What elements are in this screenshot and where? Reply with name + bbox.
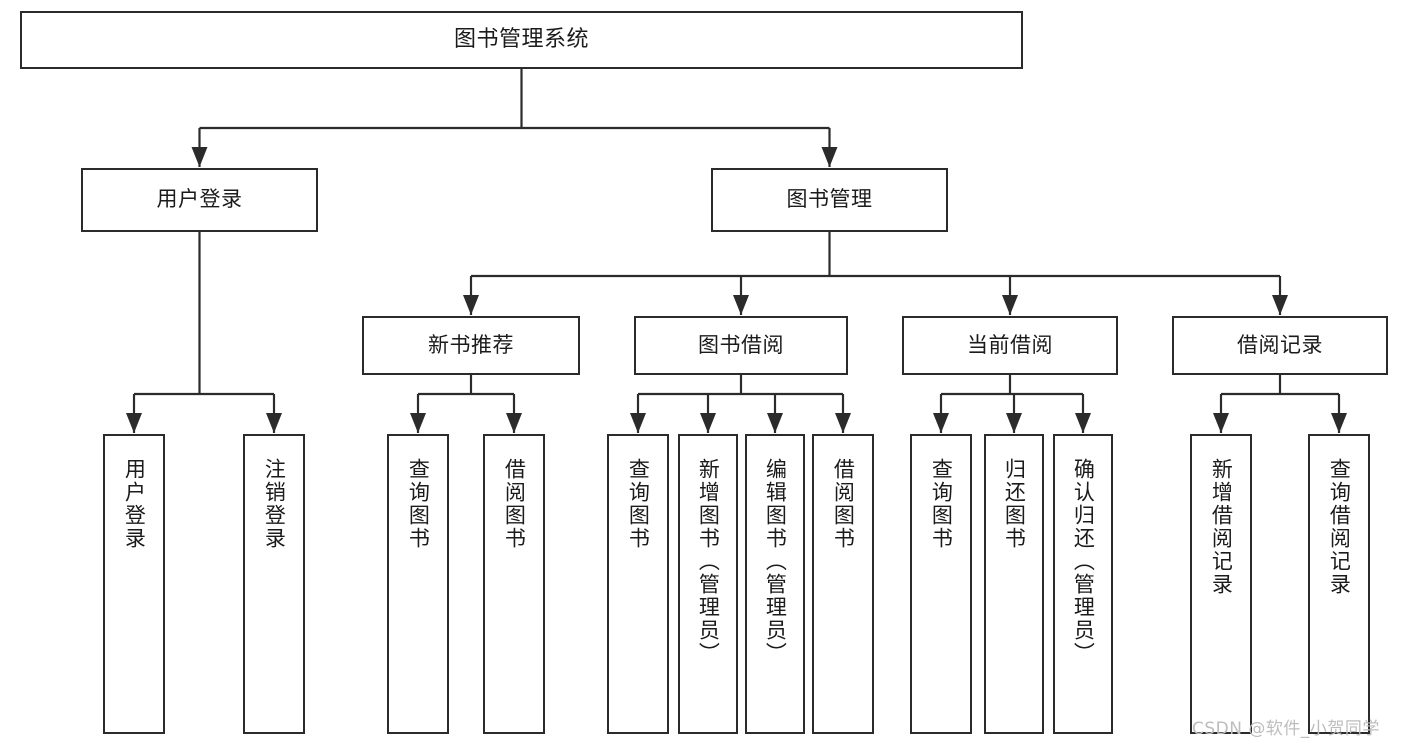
node-l2-borrow[interactable]: 图书借阅 (634, 316, 848, 375)
node-label: 当前借阅 (967, 332, 1053, 357)
node-label: 查询借阅记录 (1327, 458, 1352, 596)
arrowhead-icon (126, 413, 142, 433)
node-label: 图书管理系统 (453, 26, 589, 52)
node-l3-addbook[interactable]: 新增图书（管理员） (678, 434, 738, 734)
node-label: 借阅记录 (1237, 332, 1323, 357)
arrowhead-icon (630, 413, 646, 433)
arrowhead-icon (835, 413, 851, 433)
node-label: 图书管理 (786, 187, 873, 212)
watermark-text: CSDN @软件_小贺同学 (1192, 719, 1380, 739)
node-l3-return[interactable]: 归还图书 (984, 434, 1044, 734)
arrowhead-icon (933, 413, 949, 433)
node-l3-borrow1[interactable]: 借阅图书 (483, 434, 545, 734)
node-l3-editbook[interactable]: 编辑图书（管理员） (745, 434, 805, 734)
arrowhead-icon (1002, 295, 1018, 315)
node-l3-userlogin[interactable]: 用户登录 (103, 434, 165, 734)
node-label: 借阅图书 (502, 458, 527, 550)
node-l2-records[interactable]: 借阅记录 (1172, 316, 1388, 375)
node-label: 注销登录 (262, 458, 287, 550)
node-label: 借阅图书 (831, 458, 856, 550)
node-label: 新书推荐 (428, 332, 514, 357)
node-l3-confirm[interactable]: 确认归还（管理员） (1053, 434, 1113, 734)
node-label: 新增借阅记录 (1209, 458, 1234, 596)
node-l3-addrecord[interactable]: 新增借阅记录 (1190, 434, 1252, 734)
node-l1-books[interactable]: 图书管理 (711, 168, 948, 232)
node-label: 查询图书 (626, 458, 651, 550)
node-label: 归还图书 (1002, 458, 1027, 550)
node-label: 确认归还（管理员） (1071, 458, 1096, 665)
arrowhead-icon (506, 413, 522, 433)
node-label: 用户登录 (156, 187, 243, 212)
node-l3-query1[interactable]: 查询图书 (387, 434, 449, 734)
node-l3-queryrecord[interactable]: 查询借阅记录 (1308, 434, 1370, 734)
node-label: 图书借阅 (698, 332, 784, 357)
node-l3-logout[interactable]: 注销登录 (243, 434, 305, 734)
node-l2-current[interactable]: 当前借阅 (902, 316, 1118, 375)
arrowhead-icon (821, 147, 838, 167)
node-l3-query3[interactable]: 查询图书 (910, 434, 972, 734)
arrowhead-icon (266, 413, 282, 433)
node-l3-borrow2[interactable]: 借阅图书 (812, 434, 874, 734)
node-l1-login[interactable]: 用户登录 (81, 168, 318, 232)
arrowhead-icon (1006, 413, 1022, 433)
arrowhead-icon (410, 413, 426, 433)
arrowhead-icon (1075, 413, 1091, 433)
arrowhead-icon (1213, 413, 1229, 433)
arrowhead-icon (191, 147, 208, 167)
arrowhead-icon (733, 295, 749, 315)
node-label: 查询图书 (406, 458, 431, 550)
node-label: 查询图书 (929, 458, 954, 550)
node-root[interactable]: 图书管理系统 (20, 11, 1023, 69)
node-l2-newbook[interactable]: 新书推荐 (362, 316, 580, 375)
arrowhead-icon (1272, 295, 1288, 315)
node-label: 编辑图书（管理员） (763, 458, 788, 665)
arrowhead-icon (700, 413, 716, 433)
node-label: 用户登录 (122, 458, 147, 550)
arrowhead-icon (767, 413, 783, 433)
arrowhead-icon (463, 295, 479, 315)
node-l3-query2[interactable]: 查询图书 (607, 434, 669, 734)
node-label: 新增图书（管理员） (696, 458, 721, 665)
arrowhead-icon (1331, 413, 1347, 433)
